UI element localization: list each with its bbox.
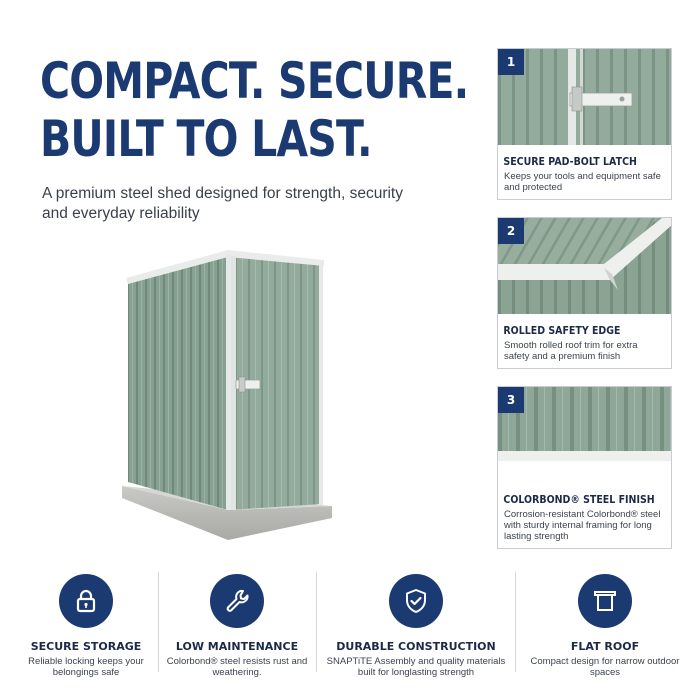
padlock-icon [59,574,113,628]
headline-line-2: BUILT TO LAST. [40,110,373,168]
feature-divider [515,572,516,672]
card-photo-finish: 3 [498,387,671,483]
feature-card-latch: 1 SECURE PAD-BOLT LATCH Keeps your tools… [497,48,672,200]
feature-divider [316,572,317,672]
feature-divider [158,572,159,672]
feature-secure-storage: SECURE STORAGE Reliable locking keeps yo… [20,574,152,684]
feature-card-finish: 3 COLORBOND® STEEL FINISH Corrosion-resi… [497,386,672,549]
feature-title: DURABLE CONSTRUCTION [336,640,496,653]
feature-card-edge: 2 ROLLED SAFETY EDGE Smooth rolled roof … [497,217,672,369]
feature-description: Reliable locking keeps your belongings s… [28,656,144,678]
shed-illustration [122,250,332,540]
feature-title: LOW MAINTENANCE [175,640,299,653]
card-title: SECURE PAD-BOLT LATCH [503,156,637,168]
card-title: COLORBOND® STEEL FINISH [503,494,655,506]
feature-durable-construction: DURABLE CONSTRUCTION SNAPTiTE Assembly a… [326,574,506,684]
card-title: ROLLED SAFETY EDGE [503,325,621,337]
headline-line-1: COMPACT. SECURE. [40,52,469,110]
card-description: Smooth rolled roof trim for extra safety… [504,340,638,362]
flat-roof-icon [578,574,632,628]
feature-description: Compact design for narrow outdoor spaces [530,656,680,678]
shed-image [118,248,338,544]
card-number-badge: 3 [498,387,524,413]
card-description: Corrosion-resistant Colorbond® steel wit… [504,509,661,542]
wrench-icon [210,574,264,628]
subheadline: A premium steel shed designed for streng… [42,185,403,222]
card-description: Keeps your tools and equipment safe and … [504,171,661,193]
shield-check-icon [389,574,443,628]
feature-description: SNAPTiTE Assembly and quality materials … [326,656,506,678]
feature-low-maintenance: LOW MAINTENANCE Colorbond® steel resists… [166,574,308,684]
feature-flat-roof: FLAT ROOF Compact design for narrow outd… [530,574,680,684]
feature-title: FLAT ROOF [570,640,640,653]
card-number-badge: 1 [498,49,524,75]
card-number-badge: 2 [498,218,524,244]
feature-description: Colorbond® steel resists rust and weathe… [166,656,308,678]
card-photo-latch: 1 [498,49,671,145]
card-photo-edge: 2 [498,218,671,314]
feature-title: SECURE STORAGE [30,640,142,653]
headline: COMPACT. SECURE. BUILT TO LAST. [40,52,469,168]
